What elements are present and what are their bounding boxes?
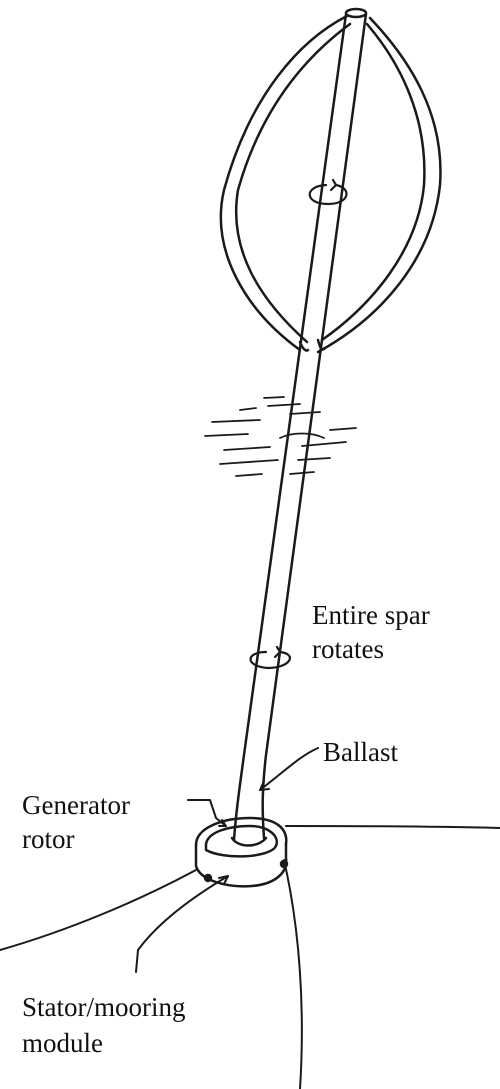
rotor-blades (219, 14, 442, 354)
base-module (194, 816, 289, 888)
left-blade-inner (234, 22, 352, 344)
module-shaft-base (230, 836, 268, 847)
stator-leader (135, 875, 229, 973)
label-generator: Generator (22, 790, 130, 820)
ballast-leader (259, 747, 319, 791)
top-hub (344, 7, 368, 19)
module-bolt-left (203, 873, 213, 883)
seabed (0, 825, 500, 1089)
seabed-right-slope (283, 859, 303, 1089)
label-module: module (22, 1028, 103, 1058)
label-rotor: rotor (22, 824, 75, 854)
spar-right-edge (261, 12, 368, 840)
stator-arrowhead (218, 875, 229, 885)
label-stator-mooring: Stator/mooring (22, 992, 186, 1022)
spar-shaft (232, 12, 368, 842)
label-entire-spar: Entire spar (312, 600, 430, 630)
water-surface (204, 396, 357, 477)
right-blade-outer (316, 16, 442, 354)
seabed-left-slope (0, 869, 197, 951)
leader-lines (135, 747, 319, 973)
generator-leader (187, 799, 227, 827)
generator-arrowhead (218, 819, 227, 827)
right-blade-inner (320, 22, 426, 342)
module-inner-ring (204, 824, 279, 858)
label-rotates: rotates (312, 634, 384, 664)
module-outer-top (194, 816, 288, 847)
top-hub-cap (344, 7, 368, 19)
lower-rotation-arrow (249, 645, 292, 670)
upper-rotation-arrow (308, 178, 348, 206)
spar-left-edge (232, 12, 348, 842)
seabed-right-horizon (285, 825, 500, 829)
label-ballast: Ballast (323, 737, 398, 767)
left-blade-outer (219, 14, 349, 352)
ballast-arrowhead (259, 780, 270, 791)
